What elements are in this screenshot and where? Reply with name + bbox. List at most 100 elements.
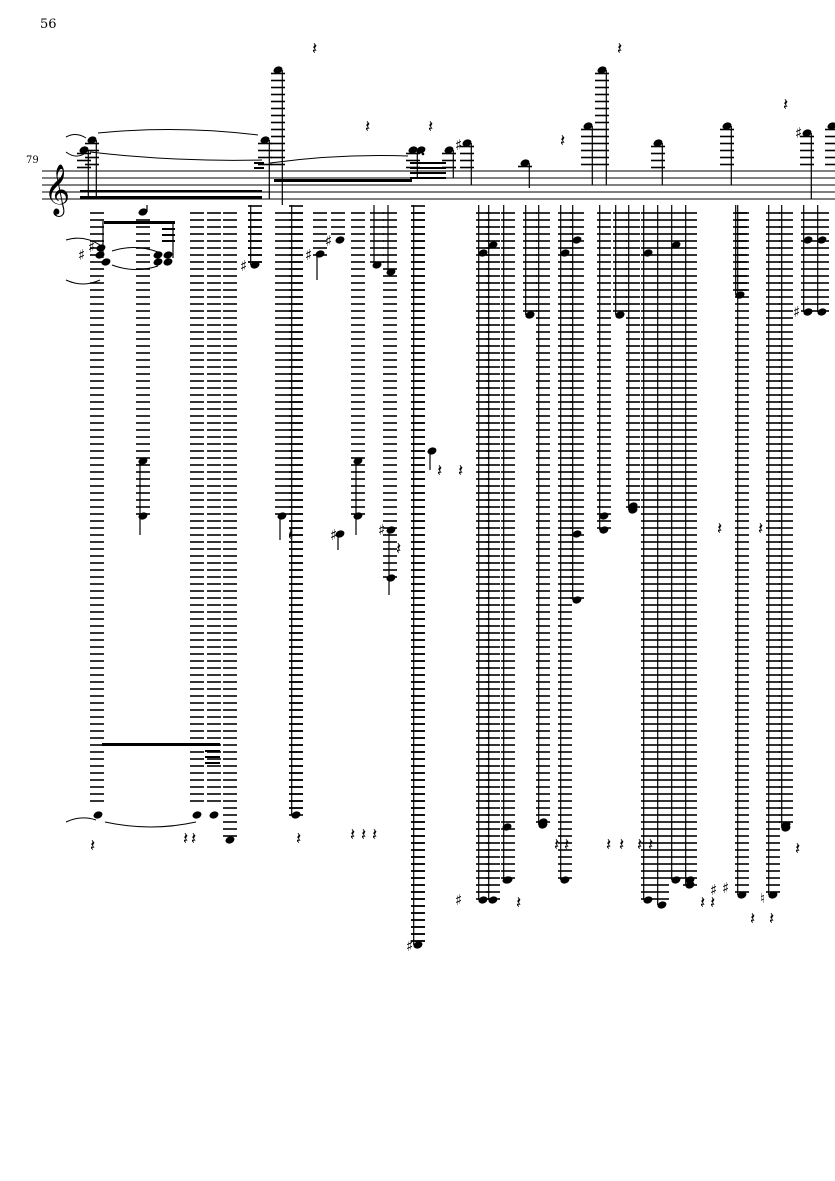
notehead [488,896,498,904]
sharp-icon: ♯ [240,257,247,275]
treble-clef-icon: 𝄞 [44,164,70,217]
notehead [209,811,219,819]
quarter-rest-icon: 𝄽 [717,519,722,539]
notehead [413,941,423,949]
notehead [768,891,778,899]
slur [65,279,101,285]
notehead [225,836,235,844]
quarter-rest-icon: 𝄽 [361,825,366,845]
notehead [335,236,345,244]
quarter-rest-icon: 𝄽 [710,893,715,913]
notehead [735,291,745,299]
beam [205,750,220,752]
notehead [671,876,681,884]
sharp-icon: ♯ [378,521,385,539]
treble-clef-icon: 𝄞 [44,164,70,217]
beam [80,190,262,193]
notehead [273,66,283,74]
quarter-rest-icon: 𝄽 [288,525,293,545]
notehead [427,447,437,455]
slur [65,134,87,139]
notehead [560,249,570,257]
notehead [671,241,681,249]
quarter-rest-icon: 𝄽 [296,829,301,849]
slur [111,247,159,253]
sharp-icon: ♯ [455,136,462,154]
quarter-rest-icon: 𝄽 [700,893,705,913]
quarter-rest-icon: 𝄽 [564,835,569,855]
notehead [192,811,202,819]
notehead [101,258,111,266]
notehead [163,251,173,259]
quarter-rest-icon: 𝄽 [312,39,317,59]
notehead [488,241,498,249]
notehead [597,66,607,74]
slur [65,817,97,823]
quarter-rest-icon: 𝄽 [458,461,463,481]
notehead [372,261,382,269]
slur [65,237,101,246]
notehead [803,308,813,316]
notehead [353,512,363,520]
notehead [93,811,103,819]
sharp-icon: ♯ [325,232,332,250]
notehead [138,512,148,520]
notehead [722,122,732,130]
sharp-icon: ♯ [710,881,717,899]
quarter-rest-icon: 𝄽 [795,839,800,859]
measure-number: 79 [26,155,39,166]
quarter-rest-icon: 𝄽 [637,835,642,855]
sharp-icon: ♯ [722,879,729,897]
sharp-icon: ♯ [793,303,800,321]
notehead [250,261,260,269]
beam [102,743,220,746]
notehead [462,139,472,147]
quarter-rest-icon: 𝄽 [428,117,433,137]
quarter-rest-icon: 𝄽 [372,825,377,845]
notehead [653,139,663,147]
notehead [386,574,396,582]
slur [104,821,197,828]
slur [89,151,263,161]
quarter-rest-icon: 𝄽 [769,909,774,929]
notehead [478,896,488,904]
beam [162,240,175,242]
notehead [291,811,301,819]
notehead [408,146,418,154]
notehead [817,236,827,244]
notehead [643,896,653,904]
beam [410,162,446,164]
beam [205,762,220,764]
notehead [315,250,325,258]
quarter-rest-icon: 𝄽 [606,835,611,855]
notehead [95,251,105,259]
notehead [737,891,747,899]
sharp-icon: ♯ [88,238,95,256]
quarter-rest-icon: 𝄽 [758,519,763,539]
beam [205,756,220,758]
notehead [386,526,396,534]
quarter-rest-icon: 𝄽 [750,909,755,929]
notehead [817,308,827,316]
notehead [572,596,582,604]
notehead [599,526,609,534]
quarter-rest-icon: 𝄽 [437,461,442,481]
notehead [685,876,695,884]
notes-layer: 𝄽𝄽𝄽♯𝄽𝄽𝄽♯♯♯♯♯♯♯♯𝄽𝄽𝄽𝄽♯♯♯♯♯♮𝄽𝄽𝄽𝄽𝄽𝄽𝄽𝄽𝄽𝄽𝄽𝄽𝄽𝄽𝄽… [65,39,835,955]
notehead [803,236,813,244]
notehead [572,236,582,244]
staff [42,170,835,200]
slur [65,151,85,157]
notehead [827,122,835,130]
notehead [153,251,163,259]
notehead [572,530,582,538]
notehead [478,249,488,257]
quarter-rest-icon: 𝄽 [350,825,355,845]
beam [254,162,264,164]
beam [162,228,175,230]
beam [274,179,412,182]
beam [162,234,175,236]
quarter-rest-icon: 𝄽 [183,829,188,849]
notehead [520,159,530,167]
